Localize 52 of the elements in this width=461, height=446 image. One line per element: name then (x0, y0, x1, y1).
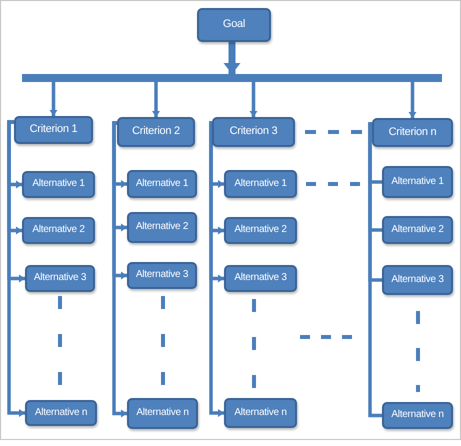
arrow (50, 82, 56, 116)
alternative-label: Alternative 1 (32, 178, 85, 191)
arrow (7, 120, 25, 416)
alternative-box (382, 216, 453, 244)
criterion-label: Criterion 3 (230, 125, 278, 139)
alternative-box (25, 265, 95, 292)
alternative-label: Alternative n (34, 406, 88, 420)
arrow (250, 82, 256, 117)
alternative-box (127, 262, 197, 289)
alternative-label: Alternative 3 (234, 272, 287, 285)
arrow (226, 42, 238, 74)
alternative-label: Alternative 3 (34, 272, 86, 285)
criterion-box (117, 117, 195, 147)
alternative-box (127, 170, 197, 198)
criterion-label: Criterion n (388, 126, 436, 140)
alternative-label: Alternative n (391, 409, 444, 422)
goal-label: Goal (222, 18, 246, 32)
alternative-box (224, 398, 297, 428)
arrow (112, 121, 127, 416)
criterion-box (372, 118, 453, 147)
arrow (209, 121, 224, 416)
criterion-label: Criterion 1 (30, 123, 78, 137)
alternative-label: Alternative 2 (391, 224, 444, 236)
alternative-box (224, 170, 297, 198)
alternative-label: Alternative 2 (234, 224, 287, 237)
alternative-box (382, 166, 453, 198)
alternative-label: Alternative n (136, 407, 189, 420)
alternative-label: Alternative 2 (32, 224, 85, 237)
alternative-box (25, 400, 97, 426)
goal-box (197, 8, 271, 42)
alternative-box (22, 171, 95, 198)
horizontal-bar (22, 74, 442, 82)
alternative-box (22, 217, 95, 244)
criterion-box (212, 117, 295, 147)
criterion-box (14, 116, 93, 144)
alternative-box (382, 265, 453, 295)
alternative-label: Alternative 2 (136, 221, 188, 234)
arrow (153, 82, 159, 117)
alternative-label: Alternative 1 (136, 178, 188, 190)
alternative-label: Alternative 3 (391, 274, 444, 286)
alternative-box (127, 398, 198, 429)
alternative-label: Alternative 1 (234, 178, 287, 190)
alternative-box (224, 217, 297, 244)
alternative-label: Alternative 1 (391, 176, 444, 188)
alternative-box (127, 212, 197, 243)
alternative-label: Alternative n (234, 406, 287, 420)
criterion-label: Criterion 2 (132, 125, 180, 139)
alternative-box (224, 265, 297, 292)
alternative-box (382, 402, 453, 429)
alternative-label: Alternative 3 (136, 269, 188, 282)
connector-line (368, 122, 382, 418)
arrow (410, 82, 416, 118)
